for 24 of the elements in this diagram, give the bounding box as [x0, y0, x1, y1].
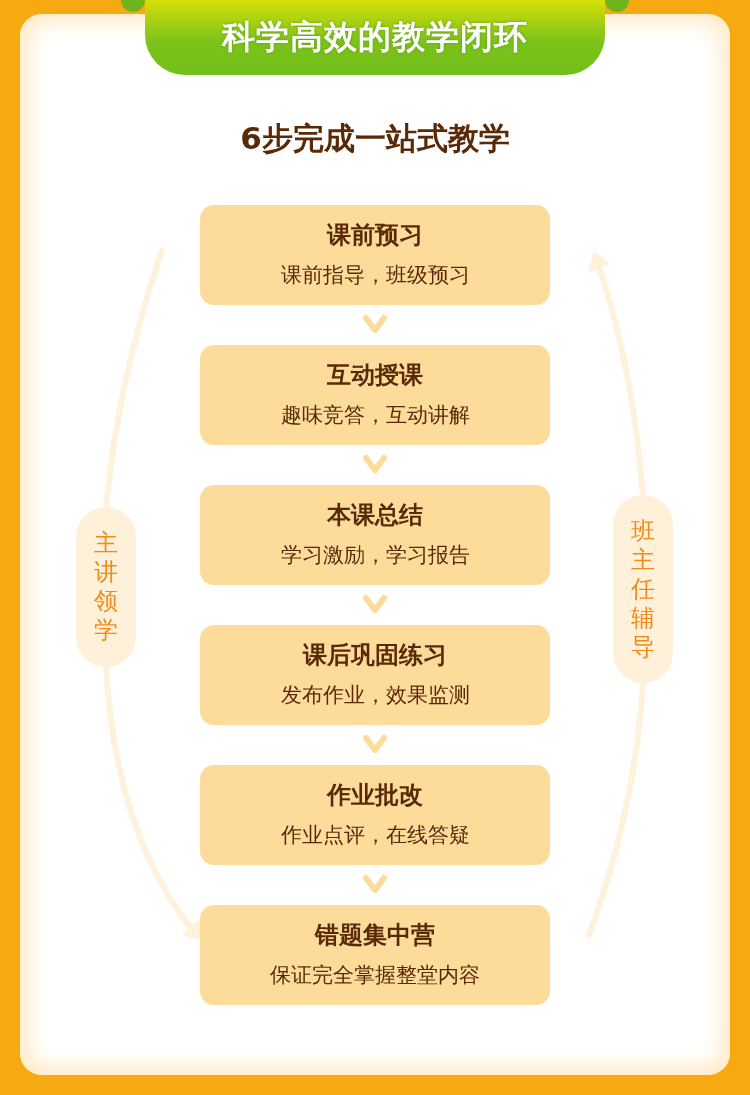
step-box: [200, 905, 550, 1005]
step-box: [200, 765, 550, 865]
step-box: [200, 345, 550, 445]
title: 科学高效的教学闭环: [222, 16, 528, 58]
step-description: 发布作业，效果监测: [279, 682, 471, 709]
step-description: 课前指导，班级预习: [279, 262, 471, 289]
step-box: [200, 485, 550, 585]
step-title: 课后巩固练习: [301, 640, 448, 671]
step-box: [200, 625, 550, 725]
step-description: 保证完全掌握整堂内容: [269, 962, 481, 989]
step-box: [200, 205, 550, 305]
curved-arrow: [103, 664, 202, 941]
step-title: 课前预习: [325, 220, 424, 251]
step-description: 学习激励，学习报告: [279, 542, 471, 569]
step-title: 作业批改: [325, 780, 424, 811]
curved-arrow: [588, 251, 646, 498]
step-title: 本课总结: [326, 500, 424, 531]
vertical-label: 主讲领学: [93, 529, 119, 645]
step-title: 互动授课: [326, 360, 424, 391]
step-title: 错题集中营: [313, 920, 436, 951]
vertical-label: 班主任辅导: [630, 516, 656, 662]
step-description: 趣味竞答，互动讲解: [279, 402, 471, 429]
subtitle: 6步完成一站式教学: [239, 119, 511, 158]
step-description: 作业点评，在线答疑: [279, 822, 471, 849]
